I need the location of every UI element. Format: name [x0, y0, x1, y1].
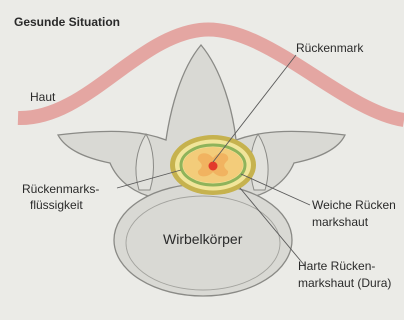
- label-fluessigkeit-line1: Rückenmarks-: [22, 182, 99, 197]
- label-weiche-line2: markshaut: [312, 215, 368, 230]
- diagram-title: Gesunde Situation: [14, 15, 120, 30]
- label-fluessigkeit-line2: flüssigkeit: [30, 198, 83, 213]
- central-canal: [209, 162, 218, 171]
- label-rueckenmark: Rückenmark: [296, 41, 363, 56]
- label-harte-line1: Harte Rücken-: [298, 259, 375, 274]
- label-haut: Haut: [30, 90, 55, 105]
- label-wirbelkoerper: Wirbelkörper: [163, 232, 242, 247]
- label-harte-line2: markshaut (Dura): [298, 276, 391, 291]
- label-weiche-line1: Weiche Rücken: [312, 198, 396, 213]
